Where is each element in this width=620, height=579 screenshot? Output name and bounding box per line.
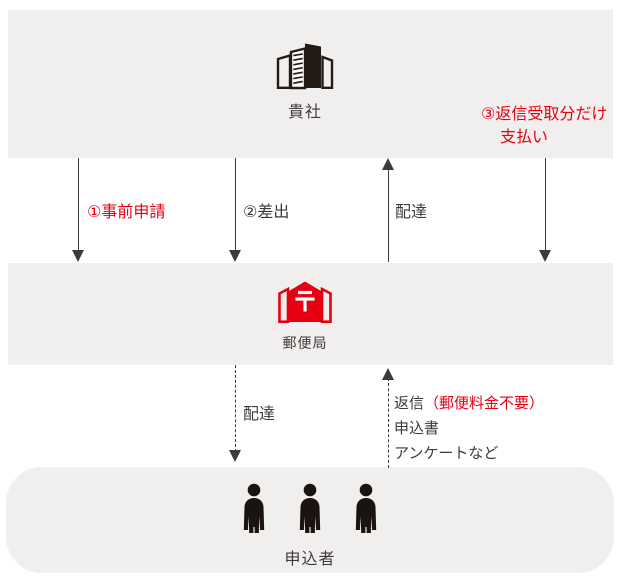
company-entity: 貴社 [245, 40, 365, 122]
delivery-down-label: 配達 [243, 406, 276, 423]
post-office-label: 郵便局 [282, 335, 328, 351]
reply-description: 返信（郵便料金不要） 申込書 アンケートなど [394, 391, 544, 466]
applicants-label: 申込者 [284, 551, 336, 568]
payment-note-line2: 支払い [500, 129, 549, 146]
people-icons [240, 483, 380, 533]
prior-application-label: ①事前申請 [87, 204, 166, 221]
applicants-entity: 申込者 [160, 483, 460, 569]
payment-note: ③返信受取分だけ 支払い [481, 103, 607, 149]
sending-label: ②差出 [243, 204, 290, 221]
person-icon [243, 483, 265, 533]
delivery-up-label: 配達 [395, 204, 428, 221]
payment-note-line1: ③返信受取分だけ [481, 106, 608, 123]
person-icon [355, 483, 377, 533]
post-office-entity: 郵便局 [245, 280, 365, 353]
reply-line3: アンケートなど [394, 445, 499, 462]
reply-no-postage-note: （郵便料金不要） [424, 395, 545, 412]
person-icon [299, 483, 321, 533]
office-building-icon [275, 40, 335, 95]
reply-line2: 申込書 [394, 420, 440, 437]
reply-line1: 返信（郵便料金不要） [394, 391, 544, 416]
reply-label: 返信 [394, 395, 425, 412]
post-office-icon [277, 280, 333, 329]
company-label: 貴社 [287, 104, 322, 121]
